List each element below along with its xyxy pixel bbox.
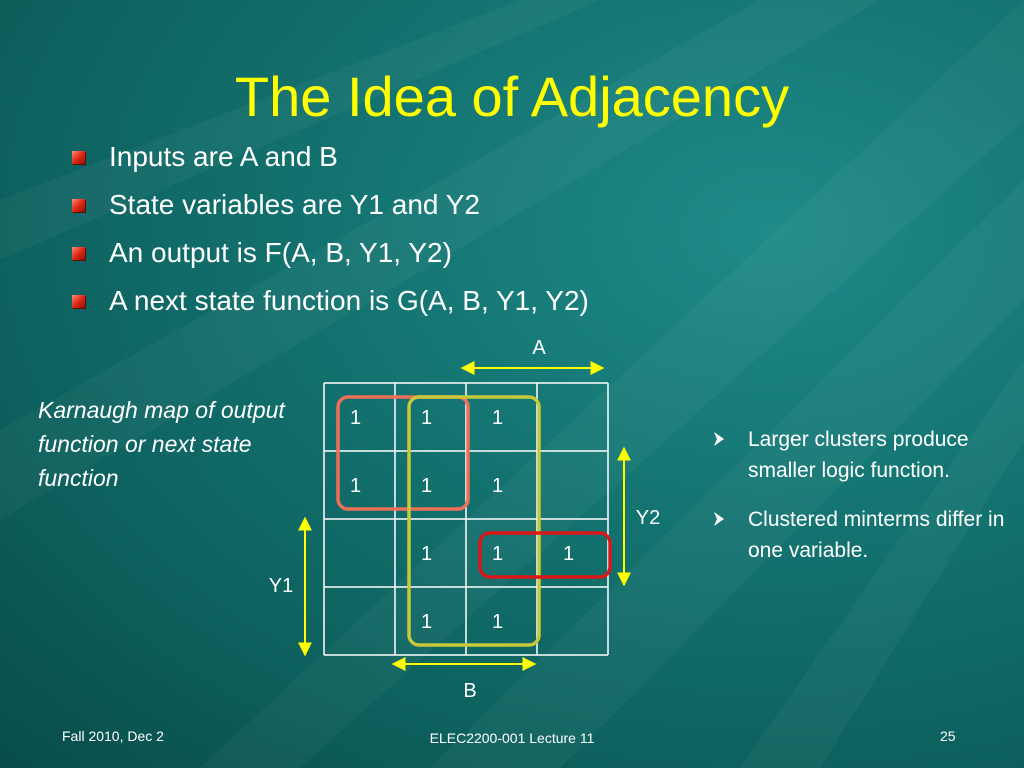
- bullet-list: Inputs are A and B State variables are Y…: [72, 137, 589, 329]
- kmap-grid: [323, 382, 609, 656]
- kmap-caption: Karnaugh map of output function or next …: [38, 397, 285, 491]
- footer-date: Fall 2010, Dec 2: [62, 728, 164, 744]
- note-text: Clustered minterms differ in one variabl…: [748, 508, 1005, 562]
- notes-list: Larger clusters produce smaller logic fu…: [710, 424, 1010, 584]
- kmap-cell-value: 1: [421, 611, 432, 633]
- bullet-text: A next state function is G(A, B, Y1, Y2): [109, 285, 589, 316]
- note-item: Larger clusters produce smaller logic fu…: [710, 424, 1010, 486]
- y2-variable-label: Y2: [636, 507, 660, 529]
- slide-number: 25: [940, 728, 956, 744]
- red-group: [478, 531, 612, 579]
- bullet-square-icon: [72, 199, 85, 212]
- bullet-item: Inputs are A and B: [72, 137, 589, 185]
- bullet-text: State variables are Y1 and Y2: [109, 189, 480, 220]
- kmap-cell-value: 1: [350, 407, 361, 429]
- kmap-cell-value: 1: [492, 543, 503, 565]
- kmap-cells: 1 1 1 1 1 1 1 1 1 1 1: [350, 407, 574, 633]
- kmap-cell-value: 1: [492, 611, 503, 633]
- bullet-item: State variables are Y1 and Y2: [72, 185, 589, 233]
- b-variable-label: B: [463, 680, 476, 702]
- bullet-square-icon: [72, 295, 85, 308]
- kmap-cell-value: 1: [421, 407, 432, 429]
- slide-title: The Idea of Adjacency: [234, 65, 790, 128]
- bullet-square-icon: [72, 247, 85, 260]
- bullet-square-icon: [72, 151, 85, 164]
- kmap-cell-value: 1: [492, 475, 503, 497]
- note-text: Larger clusters produce smaller logic fu…: [748, 428, 969, 482]
- footer-course: ELEC2200-001 Lecture 11: [429, 730, 595, 746]
- note-item: Clustered minterms differ in one variabl…: [710, 504, 1010, 566]
- arrow-bullet-icon: [714, 432, 724, 446]
- kmap-cell-value: 1: [492, 407, 503, 429]
- kmap-cell-value: 1: [563, 543, 574, 565]
- kmap-cell-value: 1: [350, 475, 361, 497]
- kmap-cell-value: 1: [421, 475, 432, 497]
- a-variable-label: A: [532, 337, 546, 359]
- salmon-group: [336, 395, 470, 511]
- bullet-item: An output is F(A, B, Y1, Y2): [72, 233, 589, 281]
- bullet-text: An output is F(A, B, Y1, Y2): [109, 237, 452, 268]
- bullet-item: A next state function is G(A, B, Y1, Y2): [72, 281, 589, 329]
- yellow-group: [407, 395, 541, 647]
- kmap-cell-value: 1: [421, 543, 432, 565]
- bullet-text: Inputs are A and B: [109, 141, 338, 172]
- arrow-bullet-icon: [714, 512, 724, 526]
- y1-variable-label: Y1: [269, 575, 293, 597]
- kmap-groups: [336, 395, 612, 647]
